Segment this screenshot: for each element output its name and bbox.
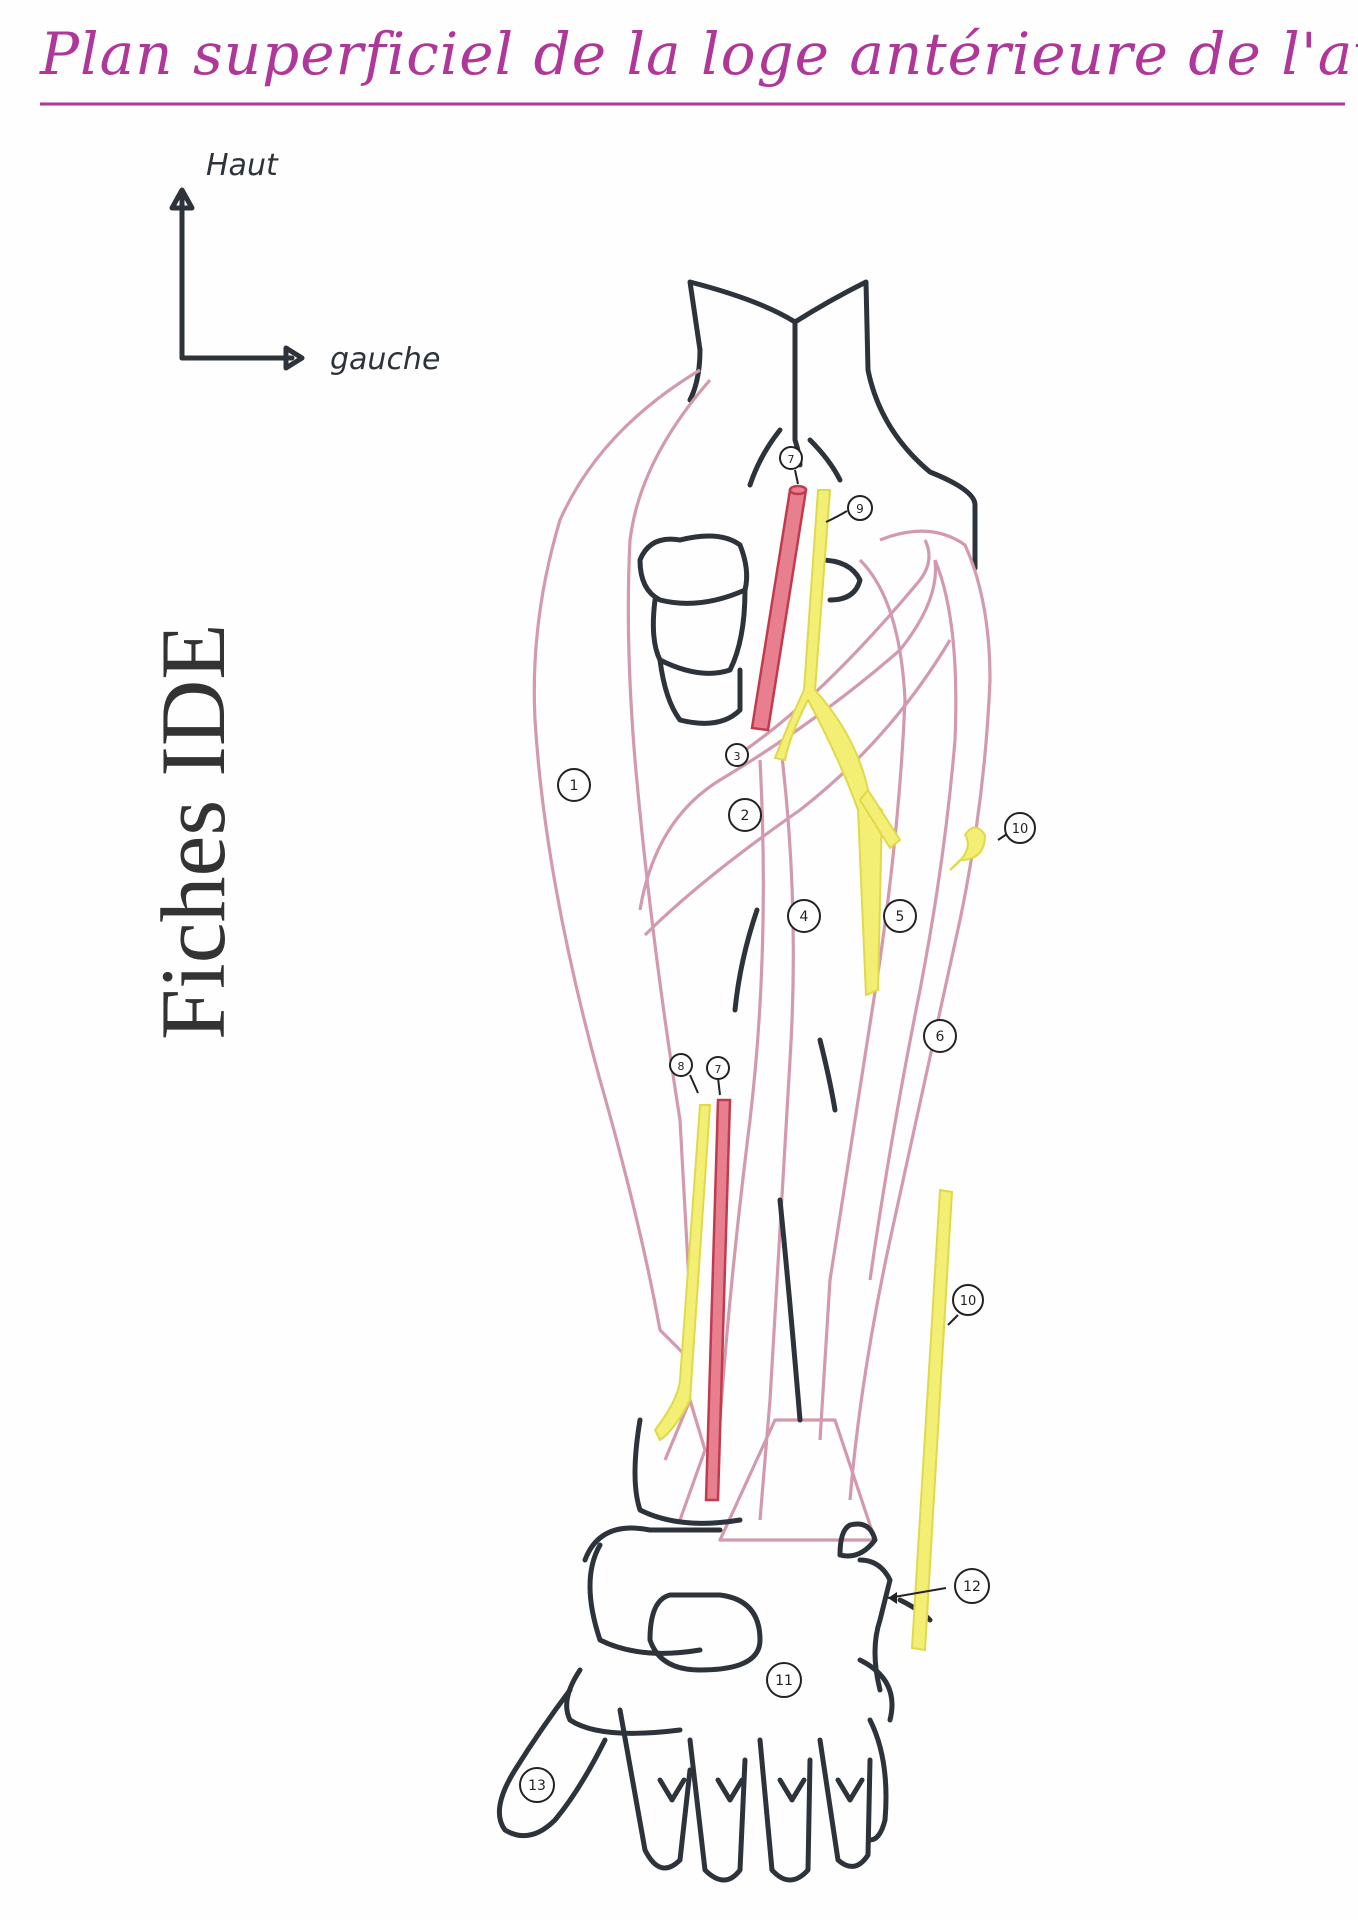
label-3: 3	[725, 743, 749, 767]
label-7-lower: 7	[706, 1056, 730, 1080]
svg-text:10: 10	[1012, 822, 1029, 837]
direction-up-label: Haut	[206, 148, 278, 183]
watermark: Fiches IDE	[142, 623, 244, 1040]
page-title: Plan superficiel de la loge antérieure d…	[40, 20, 1358, 88]
label-11: 11	[766, 1662, 802, 1698]
ulnar-nerve-upper	[949, 826, 987, 871]
label-5: 5	[883, 899, 917, 933]
label-1: 1	[557, 768, 591, 802]
wrist-bones	[564, 1417, 933, 1736]
flexor-digitorum-superficialis	[758, 739, 795, 1521]
label-12: 12	[954, 1568, 990, 1604]
svg-text:4: 4	[800, 909, 809, 925]
label-2: 2	[728, 798, 762, 832]
arteries	[704, 484, 808, 1502]
svg-text:7: 7	[788, 453, 795, 466]
humerus-outline	[637, 279, 978, 726]
hand-fingers	[496, 1687, 889, 1883]
label-9: 9	[847, 495, 873, 521]
flexor-carpi-ulnaris	[848, 529, 992, 1501]
svg-text:9: 9	[856, 502, 864, 516]
palmar-aponeurosis	[718, 1418, 877, 1542]
brachial-artery	[750, 488, 808, 732]
label-6: 6	[923, 1019, 957, 1053]
label-8: 8	[669, 1053, 693, 1077]
svg-text:8: 8	[678, 1060, 685, 1073]
svg-text:1: 1	[570, 778, 579, 794]
svg-text:7: 7	[715, 1063, 722, 1076]
orientation-arrows	[169, 187, 305, 371]
nerves	[653, 489, 987, 1652]
label-7-upper: 7	[779, 446, 803, 470]
svg-text:6: 6	[936, 1029, 945, 1045]
svg-text:2: 2	[741, 808, 750, 824]
brachioradialis-medial	[626, 378, 712, 1301]
bone-hints	[732, 907, 838, 1423]
label-13: 13	[519, 1767, 555, 1803]
title-underline	[40, 102, 1345, 106]
brachioradialis-lateral	[532, 368, 701, 1362]
muscle-outlines	[532, 368, 992, 1542]
pointers	[689, 469, 1014, 1604]
svg-text:13: 13	[528, 1778, 546, 1794]
label-10-lower: 10	[952, 1284, 984, 1316]
palmaris-longus	[818, 558, 907, 1441]
direction-left-label: gauche	[330, 342, 441, 377]
radial-artery	[704, 1098, 732, 1502]
pronator-teres	[638, 559, 938, 911]
label-10-upper: 10	[1004, 812, 1036, 844]
label-4: 4	[787, 899, 821, 933]
svg-text:5: 5	[896, 909, 905, 925]
median-nerve	[773, 489, 884, 997]
svg-text:12: 12	[963, 1579, 981, 1595]
superficial-radial-nerve	[653, 1104, 712, 1442]
svg-text:10: 10	[960, 1294, 977, 1309]
svg-text:11: 11	[775, 1673, 793, 1689]
svg-text:3: 3	[734, 750, 741, 763]
ulnar-nerve-lower	[910, 1188, 954, 1652]
